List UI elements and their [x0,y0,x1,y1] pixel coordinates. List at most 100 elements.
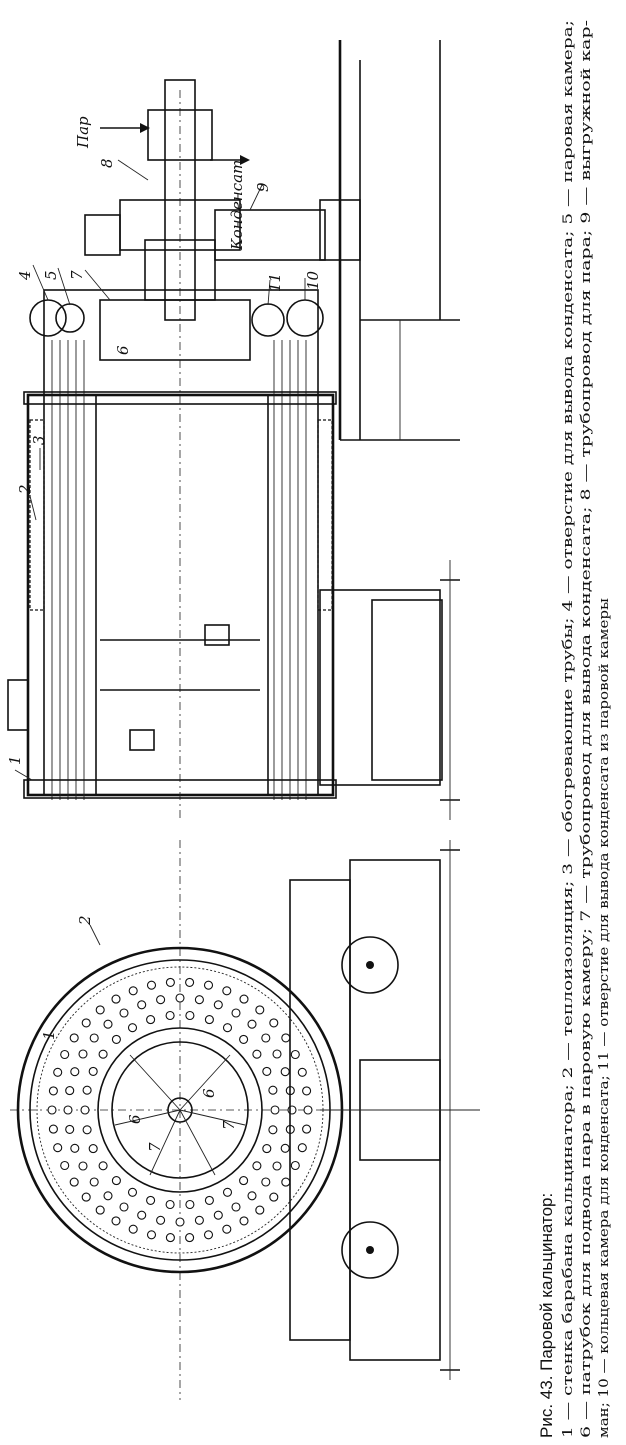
tube-hole [103,1191,113,1201]
tube-hole [156,1215,166,1225]
tube-hole [290,1160,300,1171]
tube-hole [156,995,166,1005]
cross-callout-2: 2 [76,915,94,926]
tube-hole [81,1192,91,1202]
heating-tubes [51,340,307,800]
tube-hole [103,1019,113,1029]
caption-title: Рис. 43. Паровой кальцинатор: [537,1193,556,1438]
caption-line-1: 1 — стенка барабана кальцинатора; 2 — те… [561,20,576,1438]
cross-callout-7b: 7 [146,1142,164,1152]
tube-hole [247,1019,257,1029]
tube-hole [262,1066,272,1076]
tube-hole [137,1000,147,1010]
caption-line-2: 6 — патрубок для подвода пара в паровую … [579,20,594,1438]
tube-hole [194,1215,204,1225]
tube-hole [222,986,232,996]
tube-hole [65,1124,75,1134]
tube-hole [119,1202,129,1212]
cross-callout-1: 1 [40,1030,58,1040]
tube-hole [281,1177,291,1187]
tube-hole [268,1085,278,1095]
tube-hole [239,1176,249,1186]
tube-hole [213,1000,223,1010]
tube-hole [204,1195,214,1205]
tube-hole [95,1205,105,1215]
tube-hole [247,1191,257,1201]
tube-hole [165,1010,175,1021]
tube-hole [262,1144,272,1154]
label-par: Пар [74,116,92,149]
tube-hole [146,1195,156,1205]
tube-hole [261,1177,271,1187]
tube-hole [239,1216,249,1226]
insulation [29,419,45,611]
tube-hole [82,1085,92,1095]
tube-hole [111,994,121,1004]
tube-hole [98,1049,108,1059]
cross-callout-6a: 6 [200,1088,218,1098]
callout-4: 4 [16,270,34,281]
cross-callout-6b: 6 [126,1114,144,1124]
tube-hole [280,1067,290,1077]
tube-hole [231,1202,241,1212]
tube-hole [194,995,204,1005]
tube-hole [60,1049,70,1060]
cross-section [10,840,480,1400]
tube-hole [231,1008,241,1018]
tube-hole [146,980,157,990]
tube-hole [302,1086,312,1096]
tube-hole [69,1177,79,1187]
tube-holes [47,977,313,1243]
tube-hole [95,1005,105,1015]
tube-hole [268,1125,278,1135]
tube-hole [65,1086,75,1096]
steam-chamber [43,289,319,396]
tube-hole [48,1124,58,1134]
tube-hole [203,1230,214,1240]
tube-hole [48,1086,58,1096]
tube-hole [272,1049,282,1059]
unloading-pocket [214,209,326,261]
tube-hole [175,1217,185,1227]
tube-hole [297,1143,307,1153]
tube-hole [98,1161,108,1171]
tube-hole [69,1033,79,1043]
tube-hole [111,1216,121,1226]
tube-hole [272,1161,282,1171]
tube-hole [78,1161,88,1171]
tube-hole [222,1187,233,1197]
tube-hole [280,1143,290,1153]
tube-hole [47,1105,57,1115]
tube-hole [89,1177,99,1187]
tube-hole [89,1033,99,1043]
tube-hole [269,1192,279,1202]
caption-line-3: ман; 10 — кольцевая камера для конденсат… [597,598,612,1438]
tube-hole [185,1199,195,1210]
tube-hole [60,1160,70,1171]
tube-hole [80,1105,90,1115]
tube-hole [270,1105,280,1115]
callout-5: 5 [42,270,60,280]
tube-hole [165,1233,175,1243]
callout-3: 3 [30,435,48,445]
callout-1: 1 [6,755,24,765]
tube-hole [222,1023,233,1033]
tube-hole [70,1143,80,1153]
callout-8: 8 [98,158,116,168]
tube-hole [63,1105,73,1115]
tube-hole [281,1033,291,1043]
tube-hole [165,977,175,987]
tube-hole [137,1210,147,1220]
label-kondensat: Конденсат [228,160,246,251]
callout-9: 9 [254,182,272,192]
tube-hole [255,1005,265,1015]
callout-10: 10 [304,270,322,290]
cross-callout-7a: 7 [220,1120,238,1130]
tube-hole [128,986,138,996]
tube-hole [222,1224,232,1234]
tube-hole [111,1034,121,1044]
tube-hole [185,1010,195,1021]
tube-hole [213,1210,223,1220]
support-roller-top [341,936,399,994]
